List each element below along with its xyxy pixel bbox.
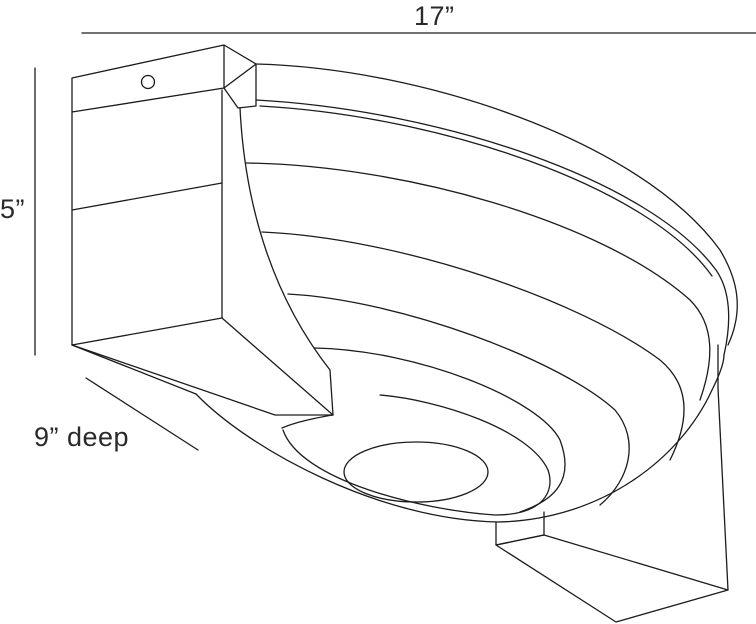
shade-rim-top <box>255 63 738 346</box>
shade-rim-band-inner <box>259 105 713 277</box>
shade-inner-ring <box>282 394 551 516</box>
width-dimension-label: 17” <box>414 1 455 31</box>
shade <box>195 63 738 523</box>
shade-band-2 <box>261 231 685 461</box>
shade-rim-band <box>255 99 730 356</box>
shade-bowl-outline <box>195 354 725 523</box>
mount-arm-curve <box>239 107 334 416</box>
shade-band-1 <box>245 162 711 401</box>
foot-block-face <box>495 534 729 623</box>
mount-box-cap-right <box>223 63 257 109</box>
foot-block-side <box>717 387 729 591</box>
mount-box <box>71 44 334 416</box>
depth-dimension-line <box>85 377 199 451</box>
mount-box-bottom-left <box>71 344 197 395</box>
height-dimension-label: 5” <box>0 194 26 224</box>
shade-band-4 <box>313 347 566 513</box>
shade-band-5 <box>281 414 334 429</box>
shade-center-ring <box>343 441 489 503</box>
screw-hole-icon <box>140 74 156 90</box>
mount-box-top-cap <box>71 44 257 113</box>
foot-block <box>495 387 729 623</box>
mount-box-seam <box>71 182 223 211</box>
shade-band-3 <box>287 293 630 506</box>
depth-dimension-label: 9” deep <box>34 422 130 452</box>
